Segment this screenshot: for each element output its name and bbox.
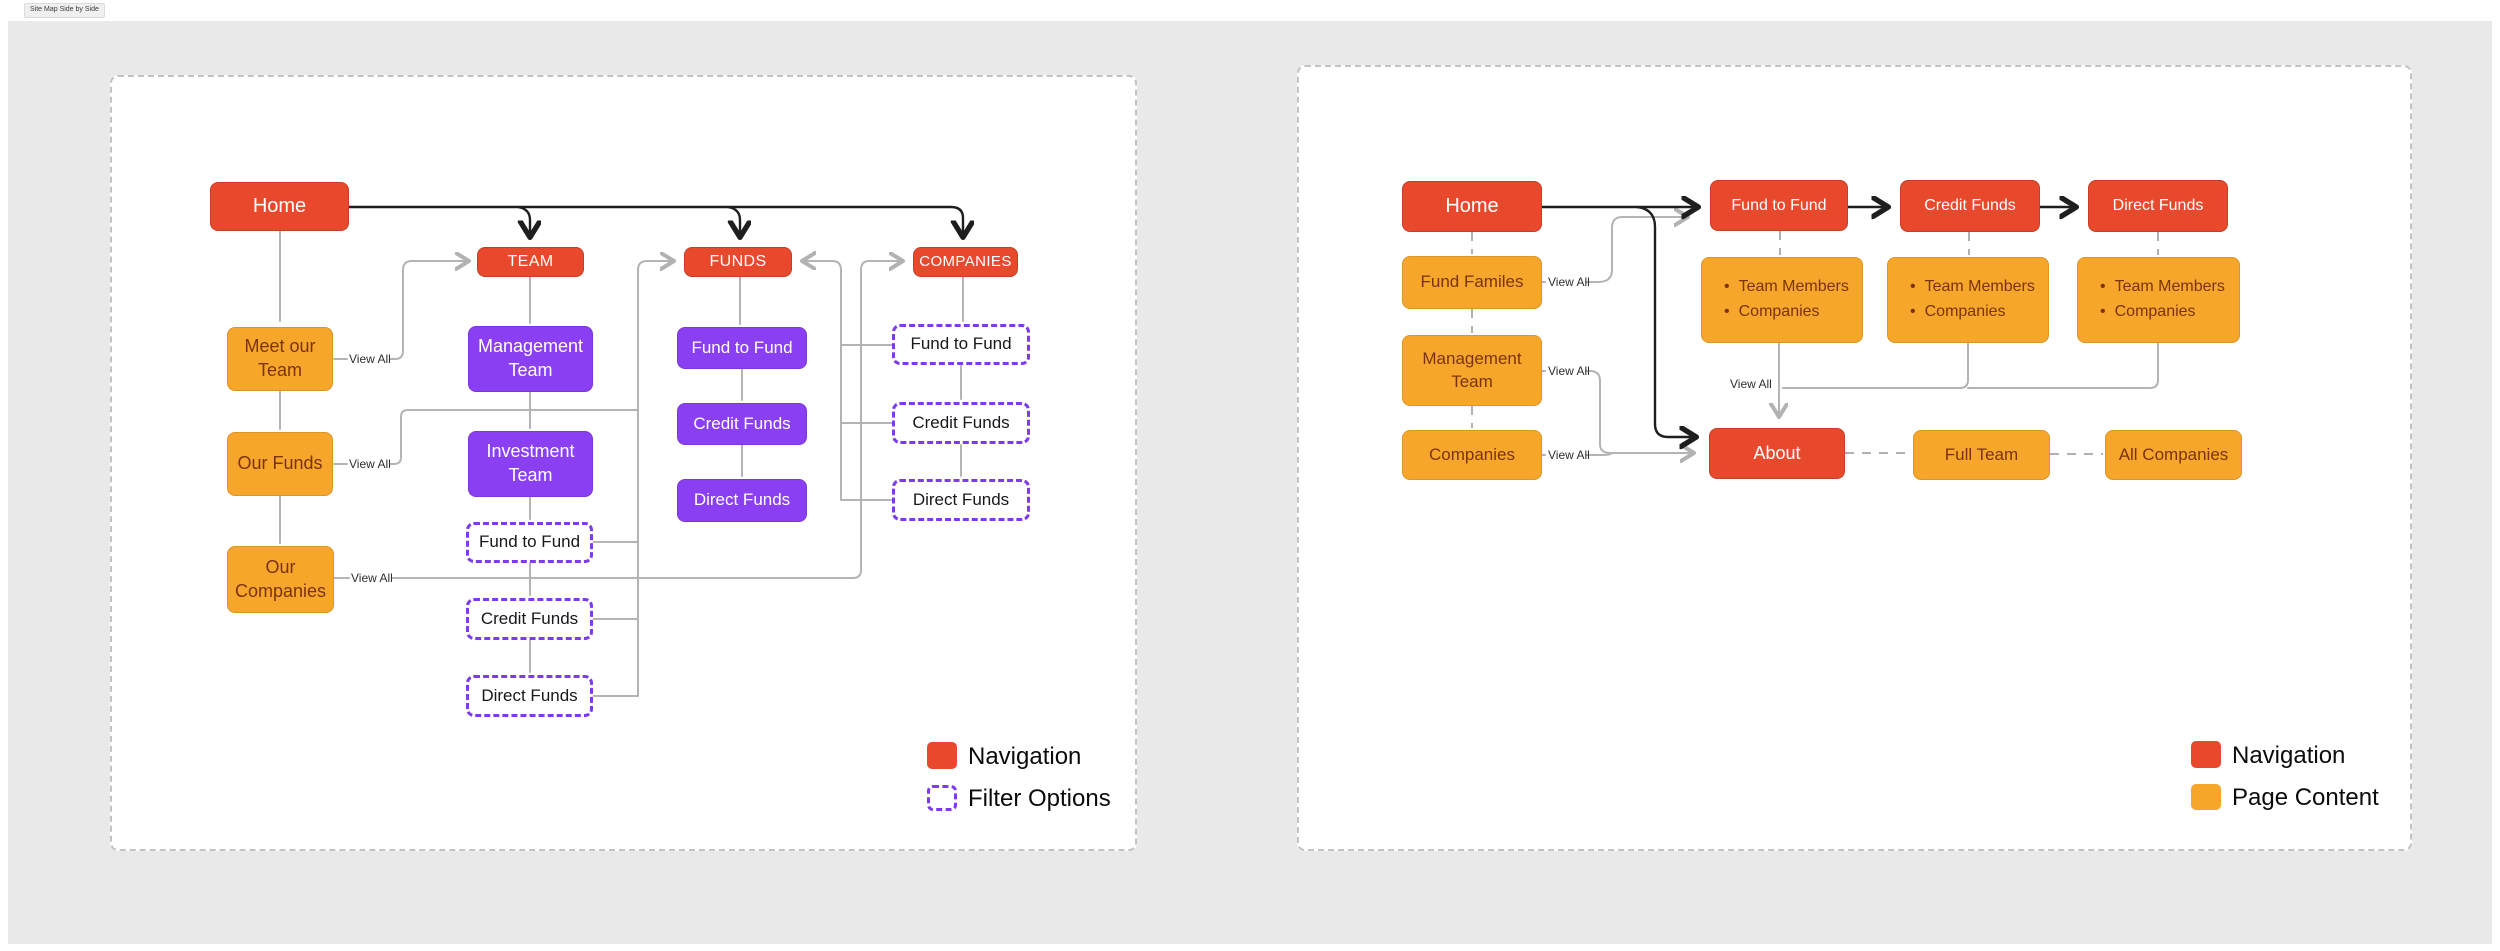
legend-swatch-navigation-right bbox=[2191, 741, 2221, 768]
legend-swatch-filter-options bbox=[927, 785, 957, 811]
node-direct-funds-purple[interactable]: Direct Funds bbox=[677, 479, 807, 522]
view-all-label-our-companies: View All bbox=[351, 571, 393, 585]
legend-label-navigation-right: Navigation bbox=[2232, 742, 2346, 769]
bullet-team-members: Team Members bbox=[2100, 275, 2225, 300]
top-tab-bar: Site Map Side by Side bbox=[0, 0, 2500, 21]
node-filter-credit-funds-team[interactable]: Credit Funds bbox=[466, 598, 593, 640]
node-companies-header[interactable]: COMPANIES bbox=[913, 247, 1018, 277]
legend-label-navigation-left: Navigation bbox=[968, 743, 1082, 770]
node-our-companies[interactable]: Our Companies bbox=[227, 546, 334, 613]
node-filter-fund-to-fund-companies[interactable]: Fund to Fund bbox=[892, 324, 1030, 365]
node-page-content-credit-funds[interactable]: Team Members Companies bbox=[1887, 257, 2049, 343]
legend-swatch-navigation-left bbox=[927, 742, 957, 769]
bullet-companies: Companies bbox=[1910, 300, 2006, 325]
node-page-content-direct-funds[interactable]: Team Members Companies bbox=[2077, 257, 2240, 343]
node-management-team-left[interactable]: Management Team bbox=[468, 326, 593, 392]
legend-swatch-page-content bbox=[2191, 784, 2221, 810]
legend-label-filter-options: Filter Options bbox=[968, 785, 1111, 812]
node-investment-team[interactable]: Investment Team bbox=[468, 431, 593, 497]
node-full-team[interactable]: Full Team bbox=[1913, 430, 2050, 480]
node-fund-familes[interactable]: Fund Familes bbox=[1402, 256, 1542, 309]
view-all-label-our-funds: View All bbox=[349, 457, 391, 471]
bullet-companies: Companies bbox=[1724, 300, 1820, 325]
bullet-team-members: Team Members bbox=[1910, 275, 2035, 300]
view-all-label-companies: View All bbox=[1548, 448, 1590, 462]
legend-label-page-content: Page Content bbox=[2232, 784, 2379, 811]
node-companies-right[interactable]: Companies bbox=[1402, 430, 1542, 480]
node-fund-to-fund-page[interactable]: Fund to Fund bbox=[1710, 180, 1848, 231]
node-home-left[interactable]: Home bbox=[210, 182, 349, 231]
page-tab[interactable]: Site Map Side by Side bbox=[24, 3, 105, 18]
node-funds-header[interactable]: FUNDS bbox=[684, 247, 792, 277]
view-all-label-about: View All bbox=[1730, 377, 1772, 391]
node-page-content-fund-to-fund[interactable]: Team Members Companies bbox=[1701, 257, 1863, 343]
bullet-companies: Companies bbox=[2100, 300, 2196, 325]
node-credit-funds-purple[interactable]: Credit Funds bbox=[677, 403, 807, 445]
node-meet-our-team[interactable]: Meet our Team bbox=[227, 327, 333, 391]
node-credit-funds-page[interactable]: Credit Funds bbox=[1900, 180, 2040, 232]
node-filter-fund-to-fund-team[interactable]: Fund to Fund bbox=[466, 522, 593, 563]
node-management-team-right[interactable]: Management Team bbox=[1402, 335, 1542, 406]
node-about[interactable]: About bbox=[1709, 428, 1845, 479]
view-all-label-fund-familes: View All bbox=[1548, 275, 1590, 289]
node-direct-funds-page[interactable]: Direct Funds bbox=[2088, 180, 2228, 232]
node-our-funds[interactable]: Our Funds bbox=[227, 432, 333, 496]
bullet-team-members: Team Members bbox=[1724, 275, 1849, 300]
node-all-companies[interactable]: All Companies bbox=[2105, 430, 2242, 480]
view-all-label-meet-our-team: View All bbox=[349, 352, 391, 366]
node-team-header[interactable]: TEAM bbox=[477, 247, 584, 277]
view-all-label-management-team: View All bbox=[1548, 364, 1590, 378]
node-filter-direct-funds-team[interactable]: Direct Funds bbox=[466, 675, 593, 717]
node-filter-credit-funds-companies[interactable]: Credit Funds bbox=[892, 402, 1030, 444]
node-filter-direct-funds-companies[interactable]: Direct Funds bbox=[892, 479, 1030, 521]
node-fund-to-fund-purple[interactable]: Fund to Fund bbox=[677, 327, 807, 369]
node-home-right[interactable]: Home bbox=[1402, 181, 1542, 232]
